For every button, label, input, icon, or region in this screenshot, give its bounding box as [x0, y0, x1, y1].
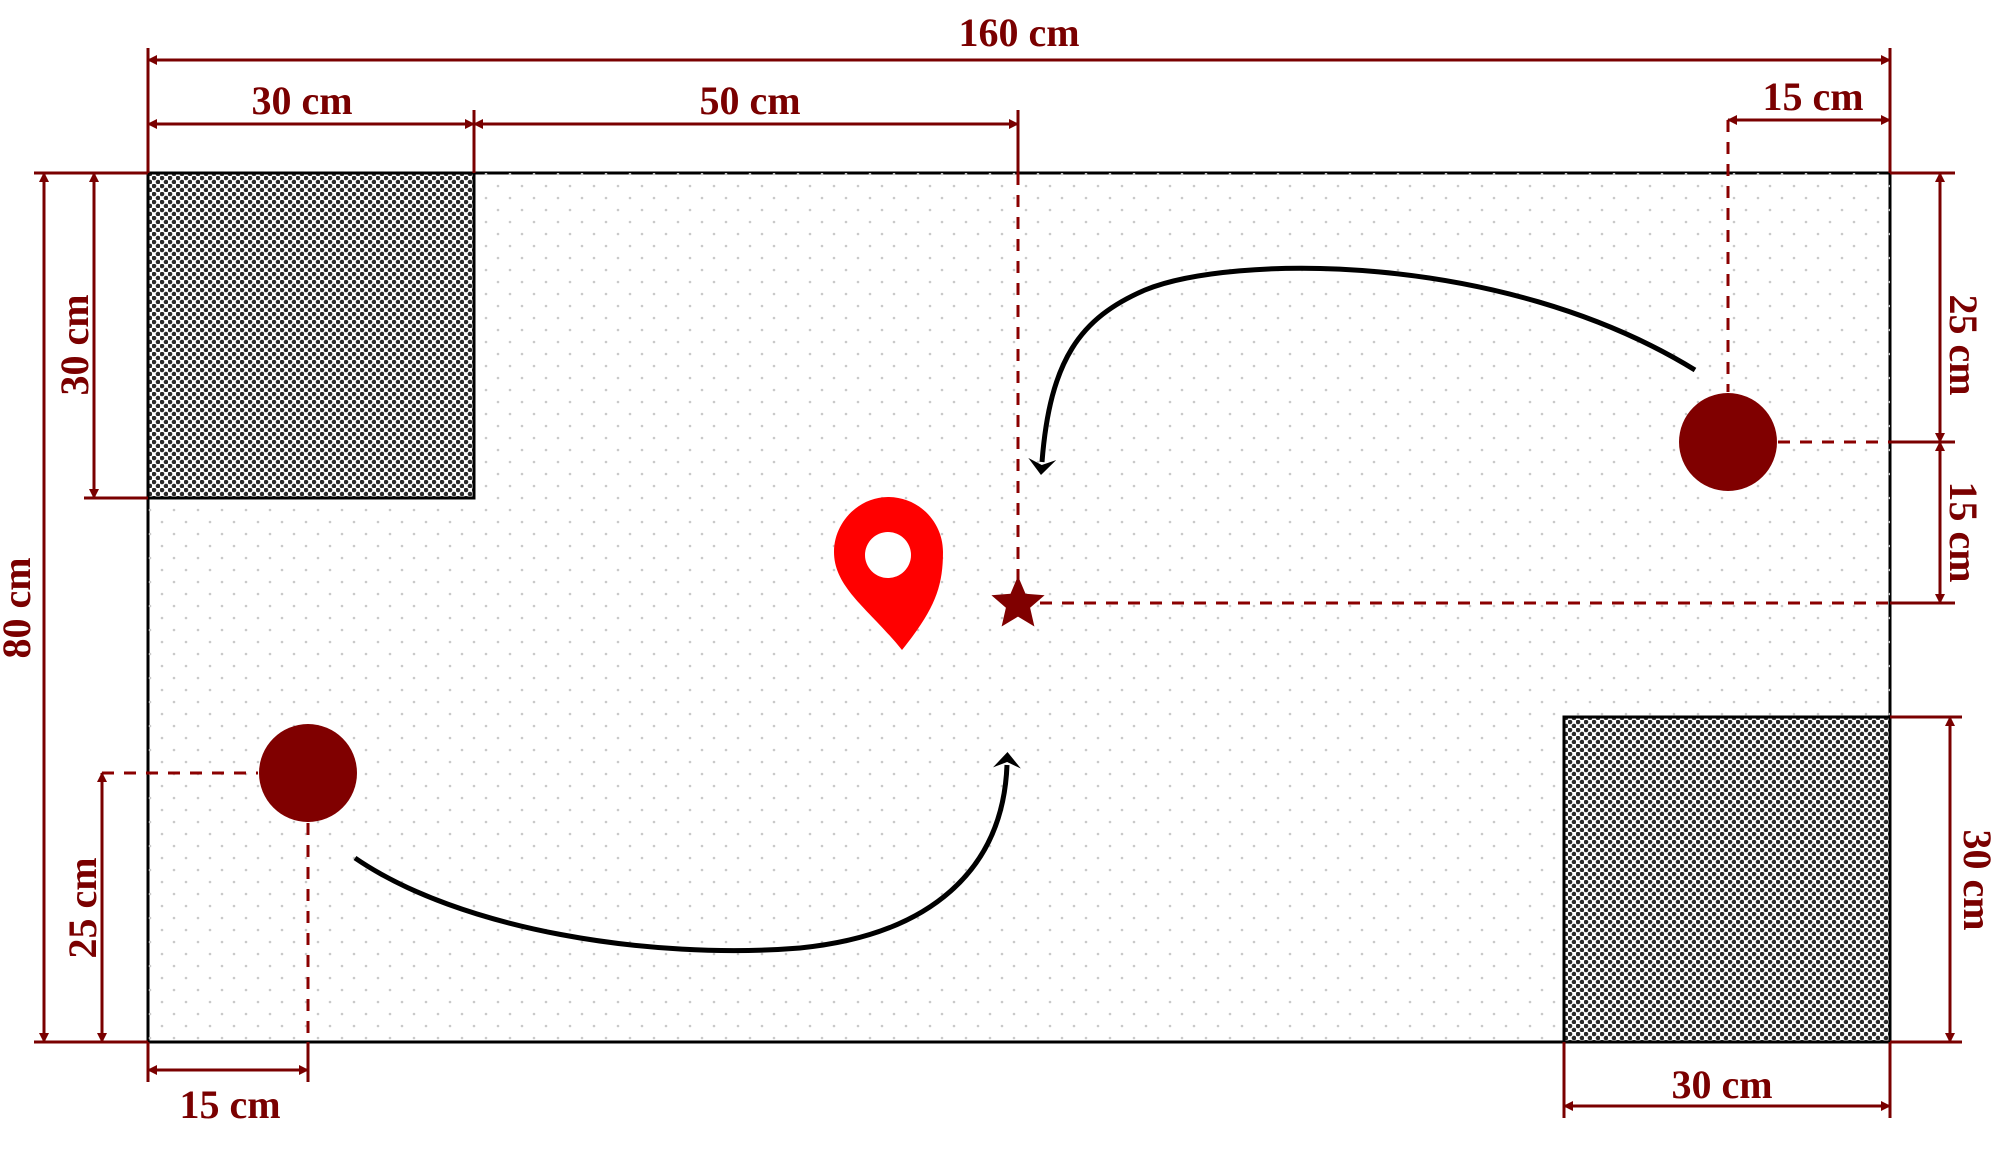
dim-label-total-width: 160 cm — [958, 10, 1079, 55]
dim-label-right-robot-x: 15 cm — [1762, 74, 1863, 119]
dim-label-left-robot-x: 15 cm — [179, 1082, 280, 1127]
dim-label-right-robot-y: 25 cm — [1941, 294, 1986, 395]
dim-label-bottom-right-height: 30 cm — [1955, 829, 2000, 930]
robot-left — [259, 724, 357, 822]
location-pin-icon — [834, 497, 943, 650]
obstacle-top-left — [146, 171, 476, 500]
dim-label-bottom-right-width: 30 cm — [1671, 1062, 1772, 1107]
obstacle-bottom-right — [1562, 715, 1892, 1044]
dim-label-star-below-robot: 15 cm — [1941, 481, 1986, 582]
dim-label-star-offset: 50 cm — [699, 78, 800, 123]
motion-arrow-top — [1028, 265, 1697, 475]
robot-right — [1679, 393, 1777, 491]
motion-arrow-bottom — [353, 752, 1021, 954]
star-icon — [991, 576, 1045, 627]
dim-label-top-left-width: 30 cm — [251, 78, 352, 123]
dim-label-total-height: 80 cm — [0, 557, 39, 658]
dim-label-left-robot-y: 25 cm — [60, 857, 105, 958]
dim-label-top-left-height: 30 cm — [52, 294, 97, 395]
